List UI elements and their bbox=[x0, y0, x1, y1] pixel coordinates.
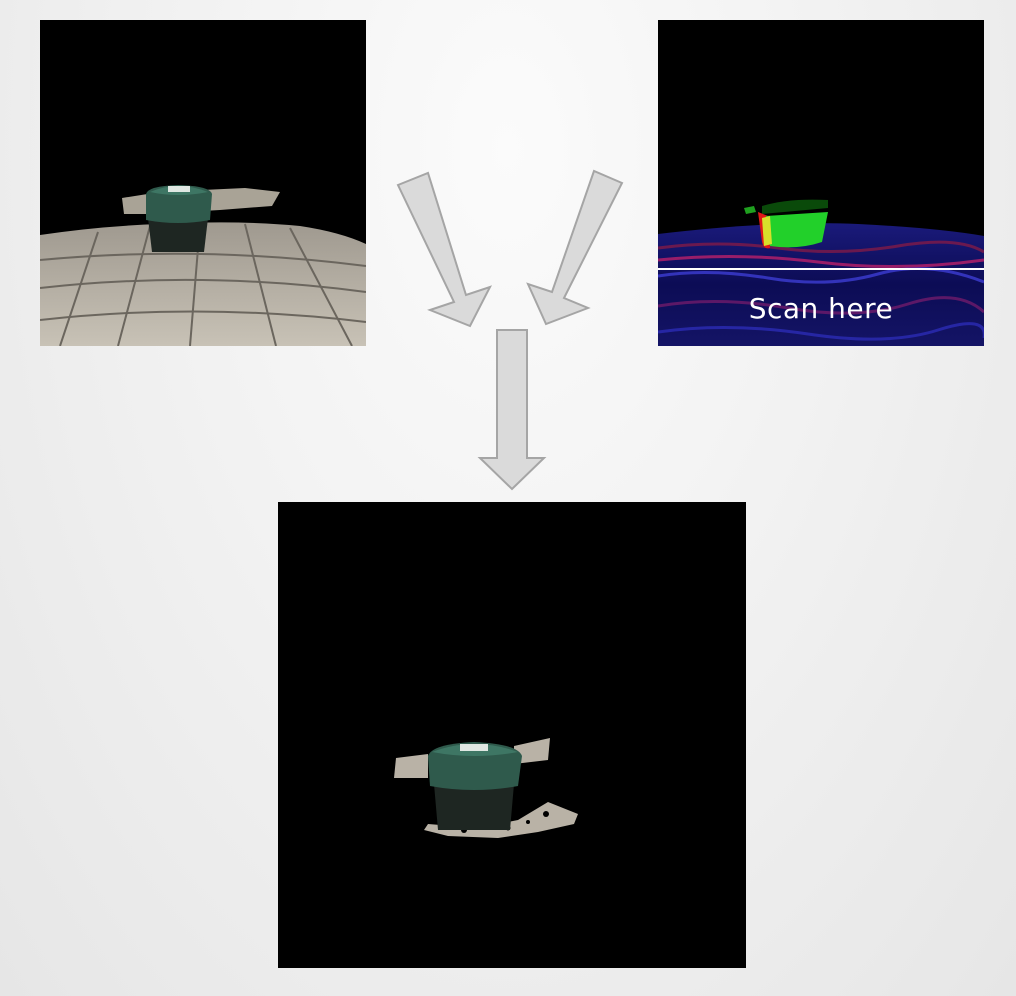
scan-line bbox=[658, 268, 984, 270]
right-diagonal-arrow-icon bbox=[526, 169, 624, 326]
down-arrow-icon bbox=[477, 329, 547, 491]
depth-scene-image bbox=[658, 20, 984, 346]
left-diagonal-arrow-icon bbox=[396, 171, 493, 328]
result-image-panel bbox=[278, 502, 746, 968]
scan-label: Scan here bbox=[748, 292, 894, 325]
result-scene-image bbox=[278, 502, 746, 968]
rgb-image-panel bbox=[40, 20, 366, 346]
rgb-scene-image bbox=[40, 20, 366, 346]
depth-object bbox=[744, 199, 828, 249]
depth-map-panel: Scan here bbox=[658, 20, 984, 346]
bin-object bbox=[146, 185, 212, 252]
segmented-bin-object bbox=[428, 742, 522, 830]
